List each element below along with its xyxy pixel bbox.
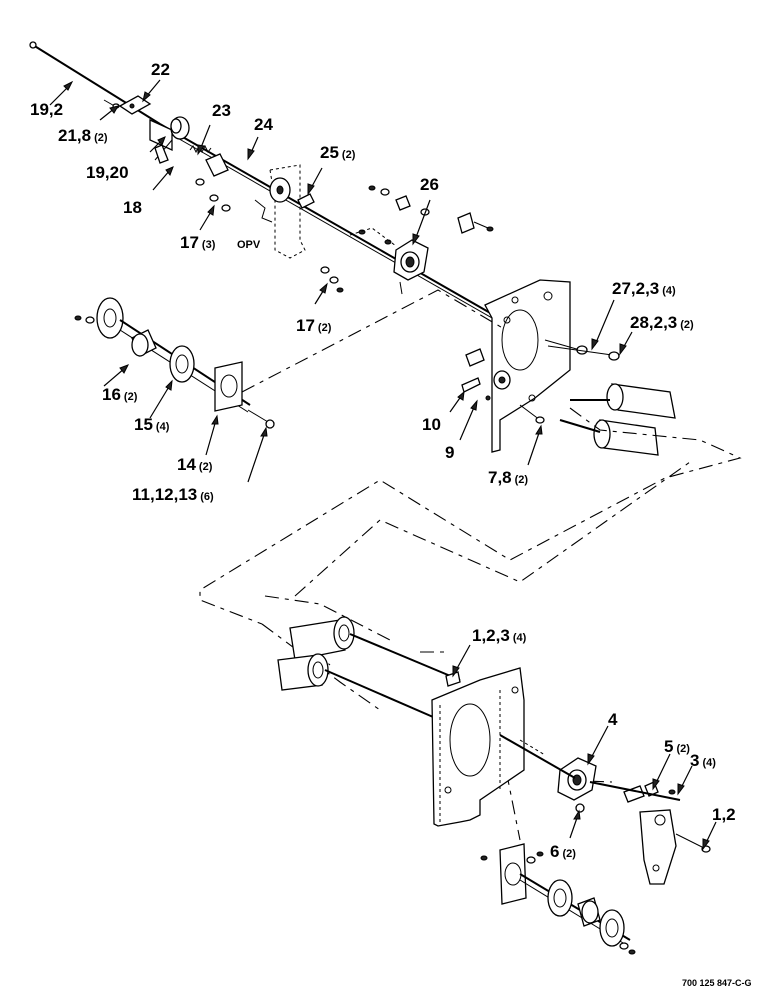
- callout-quantity: (2): [94, 132, 108, 144]
- drawing-number: 700 125 847-C-G: [682, 978, 752, 988]
- callout-number: 7,8: [488, 468, 512, 487]
- callout-26: 26: [420, 175, 439, 194]
- callout-number: 19,2: [30, 100, 63, 119]
- callout-quantity: (2): [680, 319, 694, 331]
- callout-quantity: (3): [202, 239, 216, 251]
- callout-number: 17: [180, 233, 199, 252]
- callout-number: 4: [608, 710, 618, 729]
- callout-number: 5: [664, 737, 673, 756]
- callout-number: 1,2,3: [472, 626, 510, 645]
- callout-quantity: (6): [200, 491, 214, 503]
- callout-quantity: (2): [676, 743, 690, 755]
- callout-number: 22: [151, 60, 170, 79]
- callout-19-2: 19,2: [30, 100, 63, 119]
- callout-number: 14: [177, 455, 196, 474]
- callout-quantity: (2): [318, 322, 332, 334]
- callout-quantity: (4): [702, 757, 716, 769]
- callout-17-3: 17(3): [180, 233, 216, 252]
- callout-number: 1,2: [712, 805, 736, 824]
- callout-number: 23: [212, 101, 231, 120]
- upper-shaft-assembly: [29, 41, 521, 335]
- upper-frame-plate: [461, 279, 620, 453]
- callout-11-12-13: 11,12,13(6): [132, 485, 214, 504]
- left-upper-shaft: [74, 297, 275, 429]
- callout-quantity: (2): [342, 149, 356, 161]
- callout-number: 26: [420, 175, 439, 194]
- callout-quantity: (4): [662, 285, 676, 297]
- callout-23: 23: [212, 101, 231, 120]
- callout-quantity: (2): [199, 461, 213, 473]
- callout-3: 3(4): [690, 751, 716, 770]
- upper-rollers: [559, 383, 676, 456]
- lower-assembly: [277, 616, 711, 955]
- callout-19-20: 19,20: [86, 163, 129, 182]
- callout-quantity: (2): [562, 848, 576, 860]
- callout-14: 14(2): [177, 455, 213, 474]
- callout-number: 6: [550, 842, 559, 861]
- callout-24: 24: [254, 115, 273, 134]
- callout-16: 16(2): [102, 385, 138, 404]
- callout-15: 15(4): [134, 415, 170, 434]
- callout-9: 9: [445, 443, 454, 462]
- callout-number: 19,20: [86, 163, 129, 182]
- callout-10: 10: [422, 415, 441, 434]
- callout-5: 5(2): [664, 737, 690, 756]
- leader-arrows: [49, 79, 717, 851]
- callout-number: 16: [102, 385, 121, 404]
- callout-number: 27,2,3: [612, 279, 659, 298]
- callout-17-2: 17(2): [296, 316, 332, 335]
- callout-number: 18: [123, 198, 142, 217]
- callout-27-2-3: 27,2,3(4): [612, 279, 676, 298]
- callout-21-8: 21,8(2): [58, 126, 108, 145]
- callout-quantity: (2): [515, 474, 529, 486]
- callout-28-2-3: 28,2,3(2): [630, 313, 694, 332]
- callout-7-8: 7,8(2): [488, 468, 528, 487]
- callout-18: 18: [123, 198, 142, 217]
- callout-number: 17: [296, 316, 315, 335]
- callout-6: 6(2): [550, 842, 576, 861]
- callout-number: 24: [254, 115, 273, 134]
- callout-1-2: 1,2: [712, 805, 736, 824]
- callout-4: 4: [608, 710, 618, 729]
- opv-note: OPV: [237, 239, 261, 251]
- callout-22: 22: [151, 60, 170, 79]
- callout-number: 10: [422, 415, 441, 434]
- callout-number: 28,2,3: [630, 313, 677, 332]
- callout-25: 25(2): [320, 143, 356, 162]
- callout-quantity: (2): [124, 391, 138, 403]
- callout-number: 11,12,13: [132, 485, 197, 504]
- callout-number: 9: [445, 443, 454, 462]
- callout-number: 15: [134, 415, 153, 434]
- callout-1-2-3: 1,2,3(4): [472, 626, 527, 645]
- callout-number: 3: [690, 751, 699, 770]
- callout-quantity: (4): [513, 632, 527, 644]
- callout-number: 21,8: [58, 126, 91, 145]
- callout-labels: 19,2 22 21,8(2) 23 24 25(2) 19,20 18 26 …: [30, 60, 752, 988]
- callout-number: 25: [320, 143, 339, 162]
- callout-quantity: (4): [156, 421, 170, 433]
